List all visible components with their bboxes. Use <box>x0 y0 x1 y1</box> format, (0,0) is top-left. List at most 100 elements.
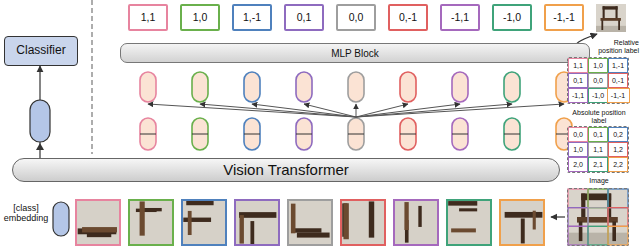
token-divider <box>348 134 364 135</box>
position-label-box: 0,1 <box>284 4 324 31</box>
token-pill <box>244 118 260 150</box>
image-ground <box>596 4 626 32</box>
patch-ground <box>235 200 279 245</box>
chair-leg <box>618 20 620 30</box>
node-label: -1,1 <box>572 92 584 100</box>
chair-post <box>581 193 585 218</box>
relative-label-cell: 0,1 <box>568 73 588 88</box>
node-label: -1,0 <box>503 12 521 24</box>
chair-part <box>297 233 330 238</box>
patch-border <box>129 200 173 245</box>
image-patch <box>500 200 544 245</box>
position-label-box: -1,0 <box>492 4 532 31</box>
token-pill <box>348 72 364 102</box>
image-patch <box>394 200 438 245</box>
token-pill <box>504 118 520 150</box>
absolute-label-cell: 2,2 <box>608 157 628 172</box>
chair-part <box>451 228 476 232</box>
patch-ground <box>394 200 438 245</box>
chair-part <box>505 212 543 218</box>
token-pill <box>244 72 260 102</box>
chair-part <box>186 201 213 205</box>
chair-part <box>448 201 477 206</box>
node-label: -1,0 <box>592 92 604 100</box>
chair-part <box>533 211 536 230</box>
class-token-pill <box>30 100 50 142</box>
position-label-box: 0,-1 <box>388 4 428 31</box>
chair-post <box>603 6 605 19</box>
position-label-box: 1,0 <box>180 4 220 31</box>
patch-border <box>76 200 120 245</box>
node-label: 2,1 <box>593 161 603 169</box>
node-label: -1,-1 <box>611 92 625 100</box>
node-label: 0,-1 <box>612 77 624 85</box>
fan-arrows <box>148 104 564 117</box>
relative-label-grid: Relative position label1,11,01,-10,10,00… <box>567 57 629 104</box>
grid-heading: Relative position label <box>591 39 639 54</box>
grid-heading: Image <box>568 177 630 185</box>
patch-ground <box>129 200 173 245</box>
grid-cell-border <box>608 226 628 245</box>
image-patch <box>76 200 120 245</box>
token-pill <box>296 118 312 150</box>
chair-part <box>188 211 192 235</box>
fan-arrow <box>252 104 356 117</box>
position-label-box: 1,1 <box>128 4 168 31</box>
node-label: 0,1 <box>573 77 583 85</box>
absolute-label-cell: 0,2 <box>608 127 628 142</box>
fan-arrow <box>356 104 564 117</box>
patch-border <box>182 200 226 245</box>
patch-ground <box>288 200 332 245</box>
transformer-output-tokens <box>140 118 572 150</box>
token-pill <box>452 118 468 150</box>
chair-part <box>459 208 477 211</box>
patch-border <box>235 200 279 245</box>
patch-ground <box>76 200 120 245</box>
node-label: 1,2 <box>613 146 623 154</box>
chair-part <box>250 221 254 245</box>
node-label: 1,0 <box>593 62 603 70</box>
token-pill <box>296 72 312 102</box>
token-divider <box>452 134 468 135</box>
relative-label-cell: -1,-1 <box>607 88 630 103</box>
absolute-label-cell: 1,2 <box>608 142 628 157</box>
token-divider <box>192 134 208 135</box>
position-label-box: -1,1 <box>440 4 480 31</box>
token-pill <box>192 72 208 102</box>
chair-thumbnail <box>596 4 626 32</box>
vision-transformer: Vision Transformer <box>12 158 560 182</box>
chair-back <box>603 6 618 9</box>
node-label: 1,1 <box>593 146 603 154</box>
mlp-block: MLP Block <box>120 43 590 63</box>
node-label: 1,0 <box>193 12 208 24</box>
image-ground <box>568 189 628 245</box>
relative-label-cell: 1,1 <box>568 58 588 73</box>
chair-part <box>521 218 525 243</box>
chair-post <box>616 6 618 19</box>
chair-part <box>293 228 321 232</box>
chair-part <box>291 204 296 234</box>
relative-label-cell: -1,0 <box>588 88 608 103</box>
relative-label-cell: 0,0 <box>588 73 608 88</box>
image-patch <box>129 200 173 245</box>
embedding-label: [class] embedding <box>2 204 50 224</box>
node-label: 0,0 <box>349 12 364 24</box>
node-label: Vision Transformer <box>223 162 349 179</box>
token-pill <box>452 72 468 102</box>
patch-border <box>288 200 332 245</box>
image-box: Image <box>567 188 629 246</box>
patch-ground <box>447 200 491 245</box>
token-divider <box>400 134 416 135</box>
absolute-label-cell: 2,1 <box>588 157 608 172</box>
node-label: Classifier <box>16 44 65 57</box>
image-patch <box>288 200 332 245</box>
chair-part <box>418 206 421 227</box>
grid-cell-border <box>588 208 608 227</box>
relative-label-cell: -1,1 <box>568 88 588 103</box>
image-patches <box>76 200 544 245</box>
node-label: -1,1 <box>451 12 469 24</box>
node-label: 1,1 <box>573 62 583 70</box>
token-pill <box>140 72 156 102</box>
chair-part <box>136 209 157 212</box>
position-label-box: 1,-1 <box>232 4 272 31</box>
